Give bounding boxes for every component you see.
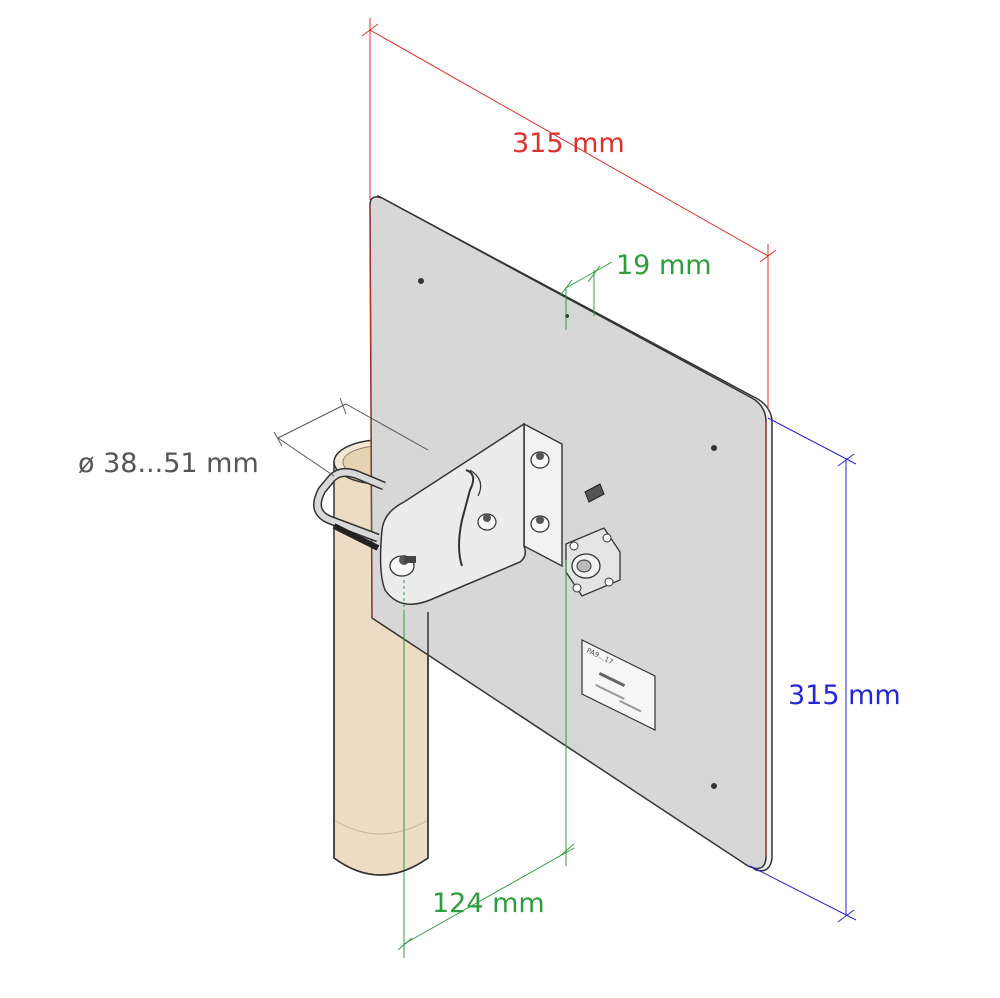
depth-dimension (559, 261, 613, 330)
u-bolt-icon (313, 468, 386, 551)
height-label: 315 mm (788, 680, 901, 711)
mount-hole-icon (711, 783, 717, 789)
mounting-bracket (313, 422, 563, 605)
depth-label: 19 mm (616, 250, 712, 281)
diameter-label: ø 38...51 mm (78, 448, 259, 479)
antenna-panel: PA9...17 (369, 194, 773, 872)
mount-hole-icon (418, 278, 424, 284)
height-dimension (749, 417, 857, 923)
offset-label: 124 mm (432, 888, 545, 919)
mount-hole-icon (711, 445, 717, 451)
panel-face (369, 196, 767, 870)
nut-icon (530, 515, 550, 533)
width-label: 315 mm (512, 128, 625, 159)
nameplate: PA9...17 (581, 639, 656, 731)
n-connector-icon (565, 527, 621, 597)
offset-dimension (397, 560, 575, 958)
nut-icon (530, 451, 550, 469)
width-dimension (361, 18, 777, 410)
pole-front (333, 560, 429, 876)
grub-screw-icon (584, 483, 605, 503)
clamp-nut-icon (389, 555, 416, 577)
wing-nut-icon (477, 513, 497, 531)
diameter-dimension (273, 397, 429, 477)
